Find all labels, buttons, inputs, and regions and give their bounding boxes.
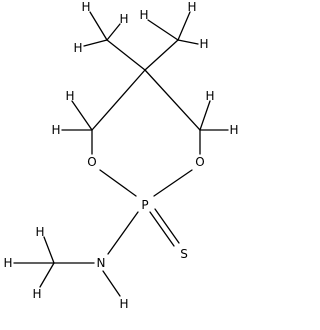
atom-hydrogen: H [81,0,90,14]
bond [83,39,108,47]
atom-hydrogen: H [205,89,214,103]
bond [102,270,121,297]
atom-hydrogen: H [73,41,82,55]
bond [89,11,108,41]
atom-oxygen-right: O [195,155,204,169]
bond [43,236,55,264]
atom-hydrogen: H [35,225,44,239]
bond [91,69,146,131]
atom-hydrogen: H [229,123,238,137]
atom-hydrogen: H [65,89,74,103]
atom-hydrogen-nh: H [119,297,128,311]
bond [107,211,139,255]
bond [199,100,211,131]
bond [71,100,93,131]
bond [177,39,199,45]
bond [144,69,201,131]
atom-hydrogen: H [187,0,196,14]
bond [106,23,121,41]
atom-hydrogen: H [119,12,128,26]
bond [106,39,146,71]
bond [147,19,179,41]
bond [39,262,55,288]
atom-hydrogen: H [32,287,41,301]
bond [149,211,175,247]
atom-sulfur: S [180,247,188,261]
atom-oxygen-left: O [87,155,96,169]
atom-hydrogen: H [139,8,148,22]
bond [154,208,180,244]
bond [99,169,137,197]
atom-hydrogen: H [3,256,12,270]
atom-labels: O O P S N H H H H H H H H H H H H H H [3,0,238,311]
bond [177,11,191,41]
atom-hydrogen: H [51,123,60,137]
molecule-structure-diagram: O O P S N H H H H H H H H H H H H H H [3,0,238,311]
bond [153,169,193,197]
bond [144,39,179,71]
atom-nitrogen: N [97,256,106,270]
atom-phosphorus: P [141,198,148,212]
atom-hydrogen: H [199,37,208,51]
bond-lines [13,11,229,297]
